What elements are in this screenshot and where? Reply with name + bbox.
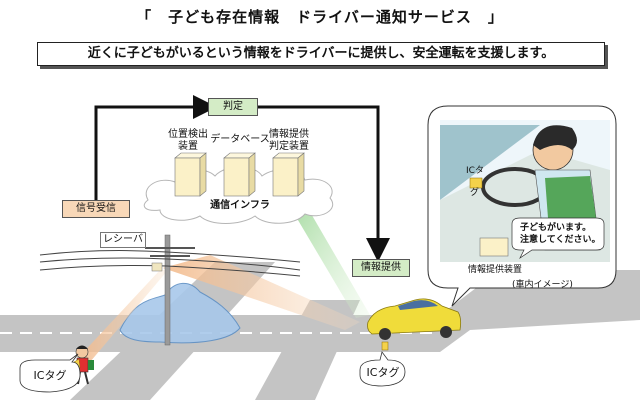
interior-ic-tag-2: グ xyxy=(470,188,480,198)
judgement-device-label-2: 判定装置 xyxy=(269,141,309,152)
interior-scene xyxy=(440,120,610,262)
child-ic-tag-label: ICタグ xyxy=(33,369,67,382)
interior-ic-tag-1: ICタ xyxy=(466,166,484,176)
car-tag-callout xyxy=(359,351,406,387)
signal-received-box: 信号受信 xyxy=(62,200,130,218)
page-title: 「 子ども存在情報 ドライバー通知サービス 」 xyxy=(136,8,504,26)
child-tag-callout xyxy=(19,353,81,393)
server-boxes xyxy=(174,152,305,197)
position-device-label-2: 装置 xyxy=(178,141,198,152)
infra-label: 通信インフラ xyxy=(210,200,270,211)
interior-caption: (車内イメージ) xyxy=(512,280,573,290)
flow-signal-to-judge xyxy=(94,95,217,200)
position-device-label-1: 位置検出 xyxy=(168,129,208,140)
subtitle-box: 近くに子どもがいるという情報をドライバーに提供し、安全運転を支援します。 xyxy=(37,42,605,66)
database-label: データベース xyxy=(210,134,270,145)
flow-judge-to-info xyxy=(258,105,390,262)
car-ic-tag-label: ICタグ xyxy=(366,366,400,379)
receiver-beam xyxy=(163,255,360,330)
judge-box: 判定 xyxy=(208,98,258,116)
judgement-device-label-1: 情報提供 xyxy=(269,129,309,140)
receiver-label: レシーバ xyxy=(100,232,146,248)
utility-pole xyxy=(164,234,171,346)
child-beam xyxy=(78,270,168,362)
infra-beam xyxy=(292,205,370,318)
info-provision-box: 情報提供 xyxy=(352,259,410,277)
car xyxy=(367,298,462,351)
interior-message-2: 注意してください。 xyxy=(520,235,601,245)
coverage-area xyxy=(119,282,241,344)
interior-message-1: 子どもがいます。 xyxy=(520,223,592,233)
receiver-device xyxy=(151,262,163,272)
info-device-label: 情報提供装置 xyxy=(468,265,523,275)
